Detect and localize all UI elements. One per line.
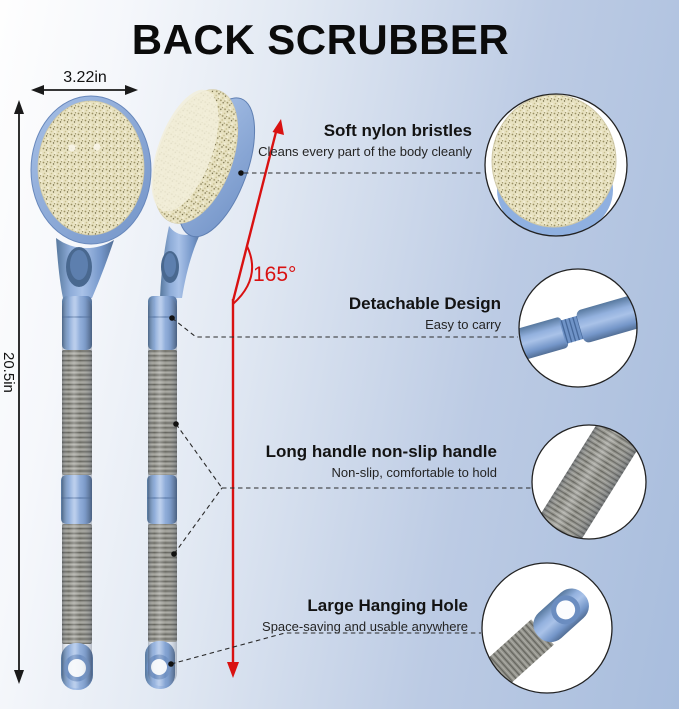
bristle-face xyxy=(37,100,145,236)
ribbed-handle-closeup-icon xyxy=(531,424,647,540)
callout-line-handle xyxy=(173,423,531,555)
feature-hole-title: Large Hanging Hole xyxy=(307,596,468,615)
bristle-highlight-dot xyxy=(68,144,76,152)
thumb-hole-side-inner xyxy=(164,253,176,277)
bristle-highlight-dot xyxy=(93,143,101,151)
red-arrow-down-icon xyxy=(227,662,239,678)
angle-annotation xyxy=(227,119,284,678)
callout-lines xyxy=(170,172,531,665)
brush-front-view xyxy=(30,95,152,690)
feature-handle-desc: Non-slip, comfortable to hold xyxy=(331,465,497,480)
angle-label: 165° xyxy=(253,263,296,286)
brush-head-side xyxy=(151,89,256,238)
feature-hole: Large Hanging Hole Space-saving and usab… xyxy=(262,596,468,634)
thumb-hole-inner xyxy=(70,250,88,280)
feature-hole-desc: Space-saving and usable anywhere xyxy=(262,619,468,634)
bristles-closeup-icon xyxy=(484,93,628,237)
length-dimension xyxy=(14,100,24,684)
callout-anchor-dots xyxy=(168,170,244,667)
callout-line-detachable xyxy=(171,317,518,338)
cylinder-shading-side xyxy=(148,296,177,686)
width-dimension xyxy=(31,85,138,95)
page-title: BACK SCRUBBER xyxy=(131,16,510,63)
feature-detachable-desc: Easy to carry xyxy=(425,317,501,332)
cylinder-shading xyxy=(62,296,92,688)
width-dimension-label: 3.22in xyxy=(63,69,107,86)
brush-side-view xyxy=(145,89,256,689)
feature-bristles-title: Soft nylon bristles xyxy=(323,121,472,140)
hanging-hole-closeup-icon xyxy=(481,562,613,694)
bristle-tips xyxy=(151,89,219,212)
callout-line-hole xyxy=(170,632,481,665)
red-arrow-up-icon xyxy=(272,119,284,135)
length-dimension-label: 20.5in xyxy=(0,352,17,393)
angle-arm-line xyxy=(231,127,279,302)
feature-detachable-title: Detachable Design xyxy=(348,294,501,313)
feature-handle-title: Long handle non-slip handle xyxy=(265,442,497,461)
angle-arc xyxy=(232,245,254,305)
feature-bristles: Soft nylon bristles Cleans every part of… xyxy=(258,121,472,159)
feature-detachable: Detachable Design Easy to carry xyxy=(349,294,501,332)
feature-bristles-desc: Cleans every part of the body cleanly xyxy=(258,144,472,159)
detachable-joint-closeup-icon xyxy=(518,268,638,388)
feature-handle: Long handle non-slip handle Non-slip, co… xyxy=(266,442,497,480)
